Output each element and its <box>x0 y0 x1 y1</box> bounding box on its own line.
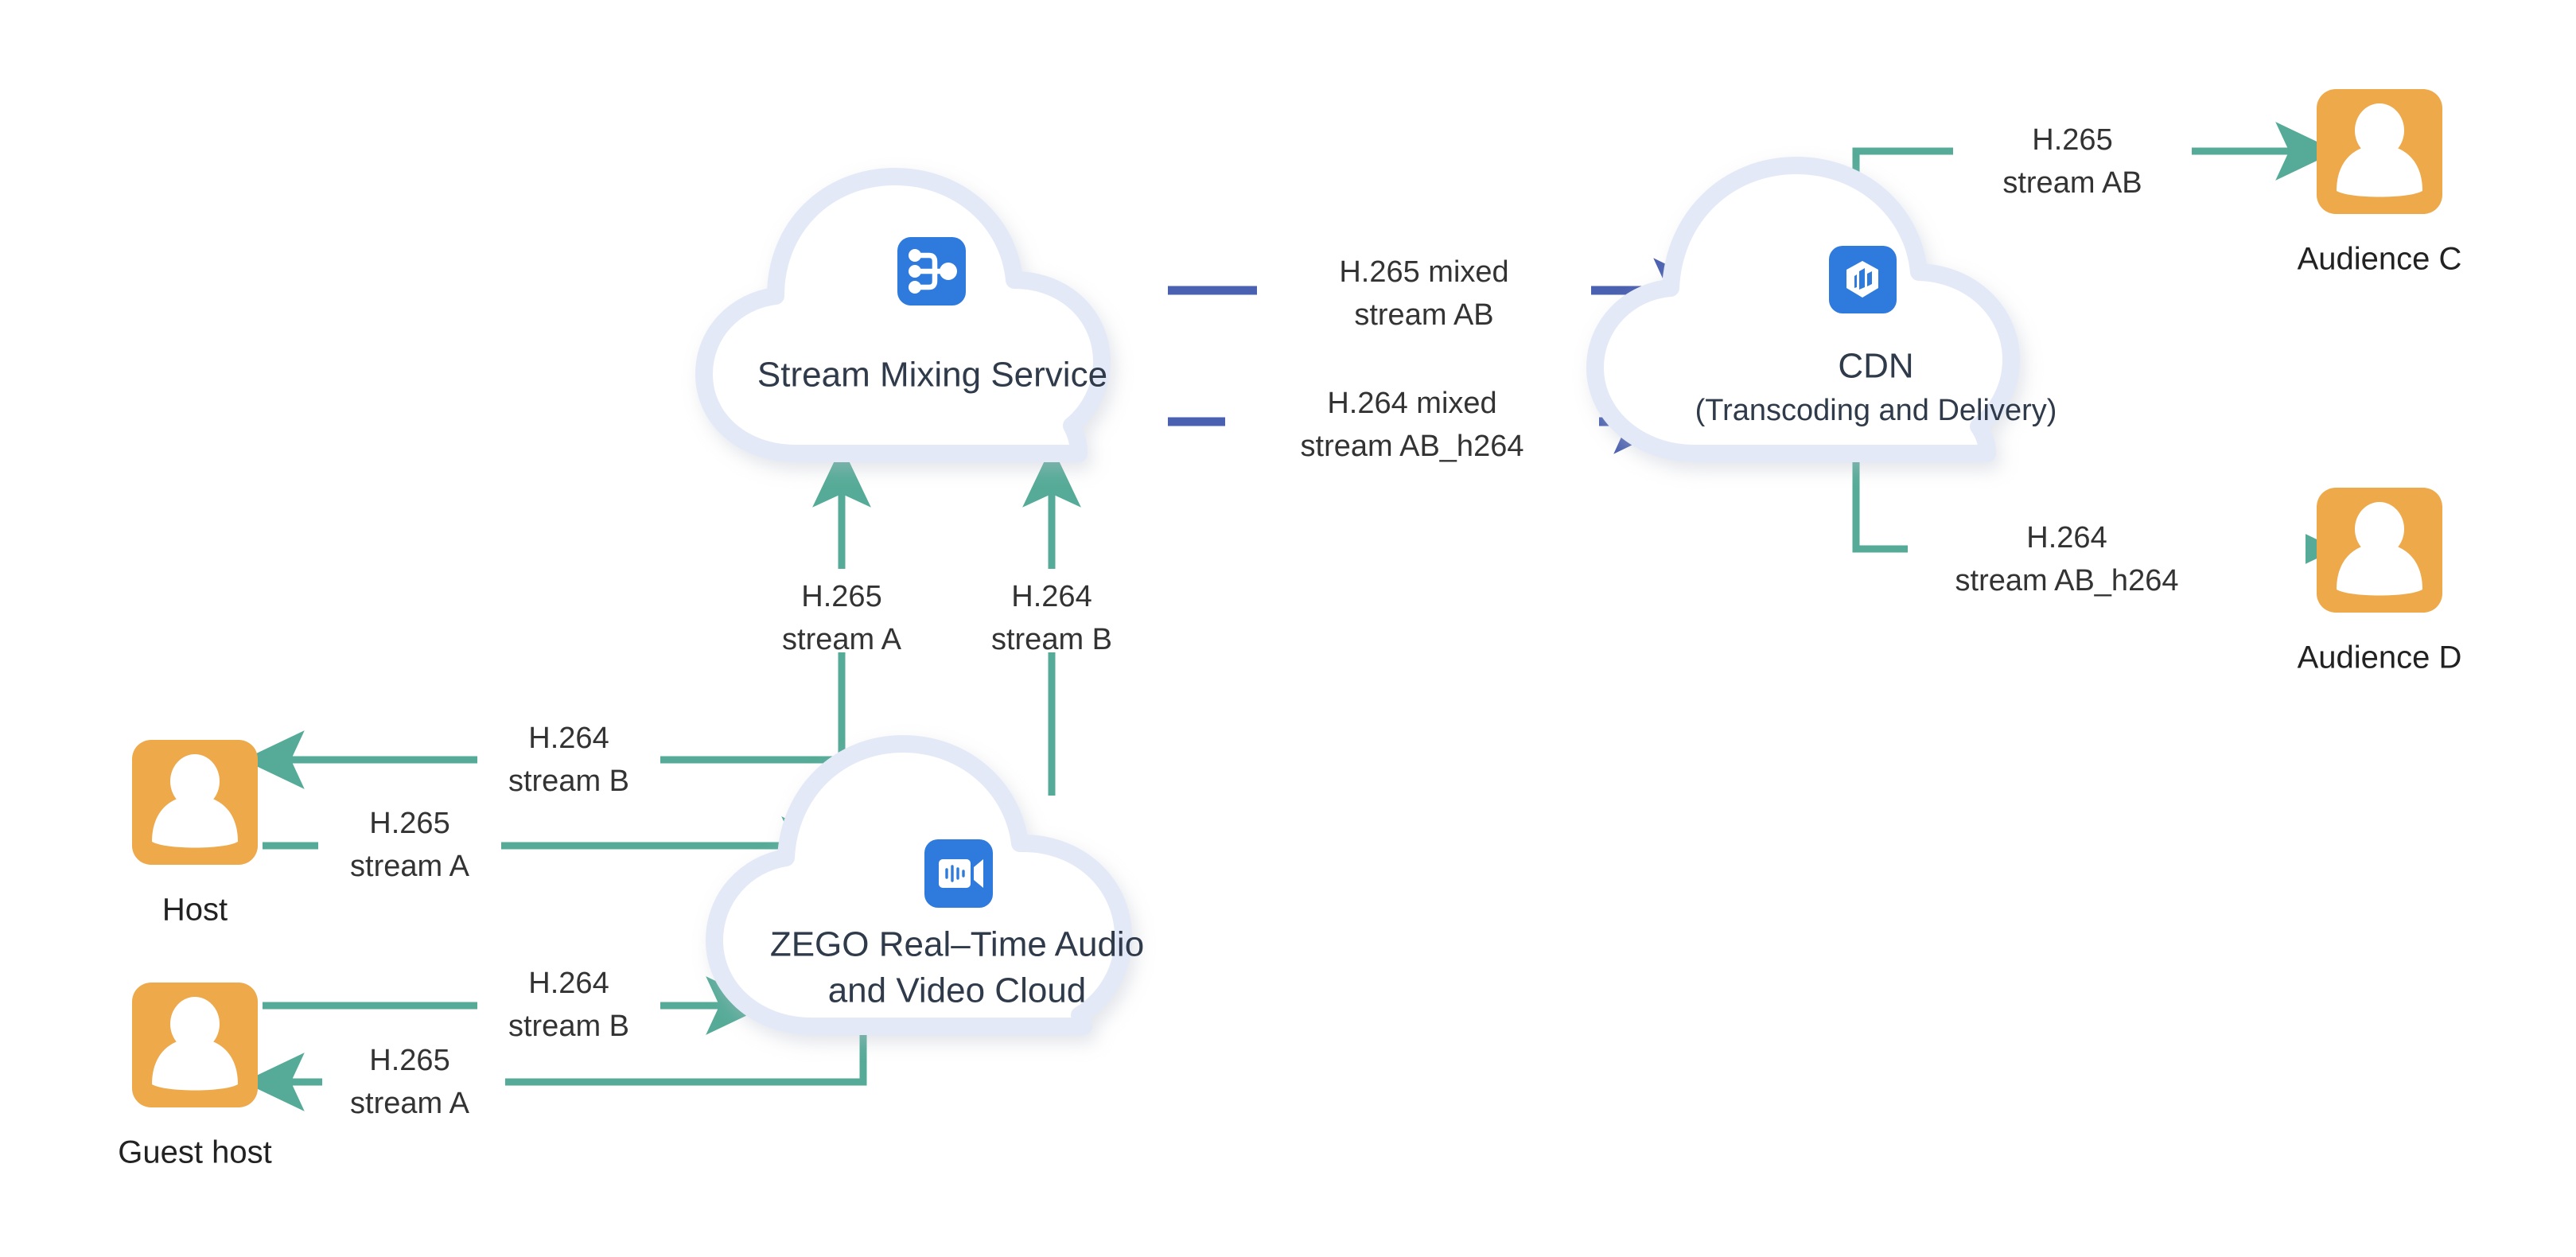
icon-node <box>909 281 921 294</box>
edge-group-blue: H.265 mixed stream AB H.264 mixed stream… <box>1168 249 1720 466</box>
icon-layer <box>1854 274 1857 288</box>
actor-audience-d-label: Audience D <box>2298 640 2462 675</box>
avatar-head <box>2355 502 2404 556</box>
label-backing <box>477 720 660 804</box>
edge-cdn-to-audience-d: H.264 stream AB_h264 <box>1852 460 2337 597</box>
edge-zego-to-guest: H.265 stream A <box>243 1025 867 1126</box>
actor-audience-c-label: Audience C <box>2298 242 2462 277</box>
icon-camera-lens <box>974 859 983 888</box>
avatar-body <box>152 1038 238 1091</box>
edge-label-line1: H.265 <box>2032 123 2112 157</box>
edge-label-line2: stream AB_h264 <box>1301 430 1524 463</box>
edge-label-line1: H.265 <box>369 1044 449 1077</box>
edge-label-line2: stream B <box>508 765 629 798</box>
label-backing <box>967 569 1138 652</box>
edge-mixed-h264-to-cdn: H.264 mixed stream AB_h264 <box>1168 380 1680 466</box>
edge-label-line1: H.265 <box>801 580 881 613</box>
avatar-head <box>2355 103 2404 158</box>
icon-camera-body <box>939 859 971 888</box>
zego-title-line1: ZEGO Real–Time Audio <box>770 925 1144 964</box>
edge-label-line2: stream AB <box>2002 166 2142 200</box>
edge-label-line1: H.264 <box>2026 521 2107 555</box>
actor-host-label: Host <box>162 893 228 928</box>
edge-label-line2: stream A <box>350 850 470 883</box>
edge-label-line1: H.265 <box>369 807 449 840</box>
edge-label-line2: stream A <box>350 1087 470 1120</box>
edge-label-line2: stream A <box>782 623 902 656</box>
edge-cdn-to-audience-c: H.265 stream AB <box>1852 111 2337 215</box>
label-backing <box>477 965 660 1049</box>
stream-mixing-icon <box>897 237 966 305</box>
user-avatar-icon <box>2337 103 2422 197</box>
label-backing <box>1908 509 2306 593</box>
edge-label-line2: stream AB <box>1354 298 1493 332</box>
edge-label-line2: stream B <box>991 623 1112 656</box>
label-backing <box>756 569 931 652</box>
edge-label-line2: stream AB_h264 <box>1955 564 2179 597</box>
actor-host[interactable] <box>132 740 258 865</box>
icon-node <box>940 263 957 280</box>
label-backing <box>1257 249 1591 335</box>
video-camera-icon <box>924 839 993 908</box>
edge-streamA-to-mixer: H.265 stream A <box>756 446 931 827</box>
avatar-body <box>2337 543 2422 596</box>
edge-mixed-h265-to-cdn: H.265 mixed stream AB <box>1168 249 1720 335</box>
icon-layer <box>1859 268 1865 290</box>
icon-node <box>909 249 921 262</box>
actor-guest-host[interactable] <box>132 983 258 1107</box>
node-cdn[interactable] <box>1586 157 2020 462</box>
avatar-head <box>170 997 220 1051</box>
edge-label-line1: H.264 <box>528 967 609 1000</box>
cloud-shape <box>695 168 1111 462</box>
avatar-head <box>170 754 220 808</box>
user-avatar-icon <box>152 997 238 1091</box>
node-zego-cloud[interactable] <box>706 735 1132 1035</box>
edge-label-line2: stream B <box>508 1010 629 1043</box>
user-avatar-icon <box>2337 502 2422 596</box>
avatar-body <box>2337 145 2422 197</box>
label-backing <box>318 805 501 889</box>
actor-audience-d[interactable] <box>2317 488 2442 613</box>
stream-mixing-title: Stream Mixing Service <box>757 356 1107 395</box>
edge-guest-publish: H.264 stream B <box>263 965 768 1049</box>
cdn-cube-icon <box>1829 246 1897 313</box>
cdn-subtitle: (Transcoding and Delivery) <box>1695 394 2057 427</box>
edge-label-line1: H.265 mixed <box>1339 255 1508 289</box>
edge-host-publish: H.265 stream A <box>263 805 843 889</box>
cdn-title: CDN <box>1838 347 1913 386</box>
edge-label-line1: H.264 <box>1011 580 1091 613</box>
node-stream-mixing-service[interactable] <box>695 168 1111 462</box>
label-backing <box>322 1042 505 1126</box>
icon-layer <box>1867 271 1872 286</box>
actor-audience-c[interactable] <box>2317 89 2442 214</box>
zego-title-line2: and Video Cloud <box>828 971 1087 1010</box>
label-backing <box>1953 111 2192 195</box>
avatar-body <box>152 796 238 848</box>
label-backing <box>1225 380 1599 466</box>
edge-streamB-to-mixer: H.264 stream B <box>967 446 1138 796</box>
actor-guest-host-label: Guest host <box>118 1135 271 1170</box>
icon-node <box>909 265 921 278</box>
edge-label-line1: H.264 mixed <box>1327 387 1496 420</box>
cloud-shape <box>706 735 1132 1035</box>
cloud-shape <box>1586 157 2020 462</box>
user-avatar-icon <box>152 754 238 848</box>
edge-zego-to-host: H.264 stream B <box>243 720 851 804</box>
edge-label-line1: H.264 <box>528 722 609 755</box>
